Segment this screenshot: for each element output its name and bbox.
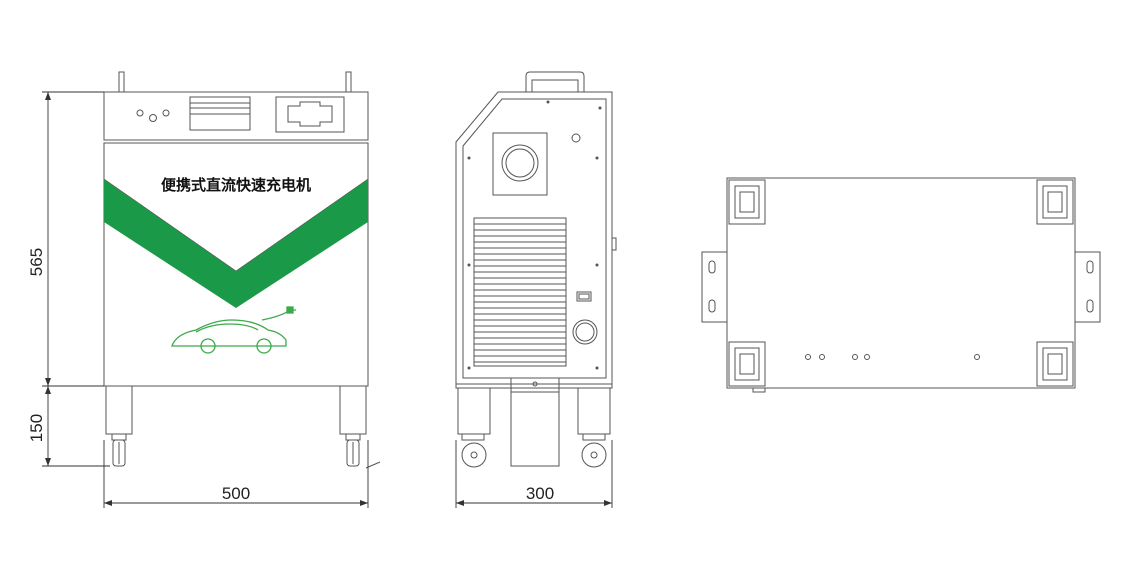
side-view — [455, 71, 617, 468]
bottom-caster-bottom-left — [728, 341, 766, 387]
side-wheel-housing-left — [457, 387, 491, 435]
side-switch — [576, 291, 592, 302]
indicator-light-2 — [162, 109, 170, 117]
bottom-caster-top-left — [728, 179, 766, 225]
front-caster-left — [111, 433, 127, 467]
bottom-view — [701, 177, 1101, 393]
side-handle — [525, 71, 585, 92]
dim-label-565: 565 — [27, 248, 46, 276]
front-top-panel — [103, 91, 369, 141]
indicator-light-1 — [136, 109, 144, 117]
bottom-plate — [726, 177, 1076, 389]
front-handle-left — [118, 71, 125, 93]
bottom-bracket-left — [701, 251, 728, 323]
front-wheel-housing-left — [105, 385, 133, 435]
dim-label-150: 150 — [27, 414, 46, 442]
front-green-v-stripe — [104, 179, 368, 308]
side-socket-panel — [492, 132, 548, 196]
side-knob — [571, 133, 581, 143]
side-caster-right — [581, 433, 607, 468]
side-louver-lines — [474, 223, 566, 363]
side-fan-outlet — [572, 319, 598, 345]
dim-label-500: 500 — [222, 484, 250, 503]
bottom-caster-bottom-right — [1036, 341, 1074, 387]
side-base — [455, 383, 613, 389]
front-body — [103, 142, 369, 387]
side-center-plate — [510, 377, 560, 467]
car-logo-icon — [171, 306, 296, 354]
bottom-bracket-right — [1074, 251, 1101, 323]
front-wheel-housing-right — [339, 385, 367, 435]
emergency-stop-button — [149, 114, 157, 122]
front-view — [103, 71, 381, 469]
side-wheel-housing-right — [577, 387, 611, 435]
side-louver-grille — [473, 217, 567, 367]
side-caster-left — [461, 433, 487, 468]
bottom-caster-top-right — [1036, 179, 1074, 225]
front-caster-right — [345, 433, 361, 467]
front-handle-right — [345, 71, 352, 93]
front-connector-box — [275, 96, 345, 133]
front-title: 便携式直流快速充电机 — [161, 176, 311, 194]
dim-label-300: 300 — [526, 484, 554, 503]
